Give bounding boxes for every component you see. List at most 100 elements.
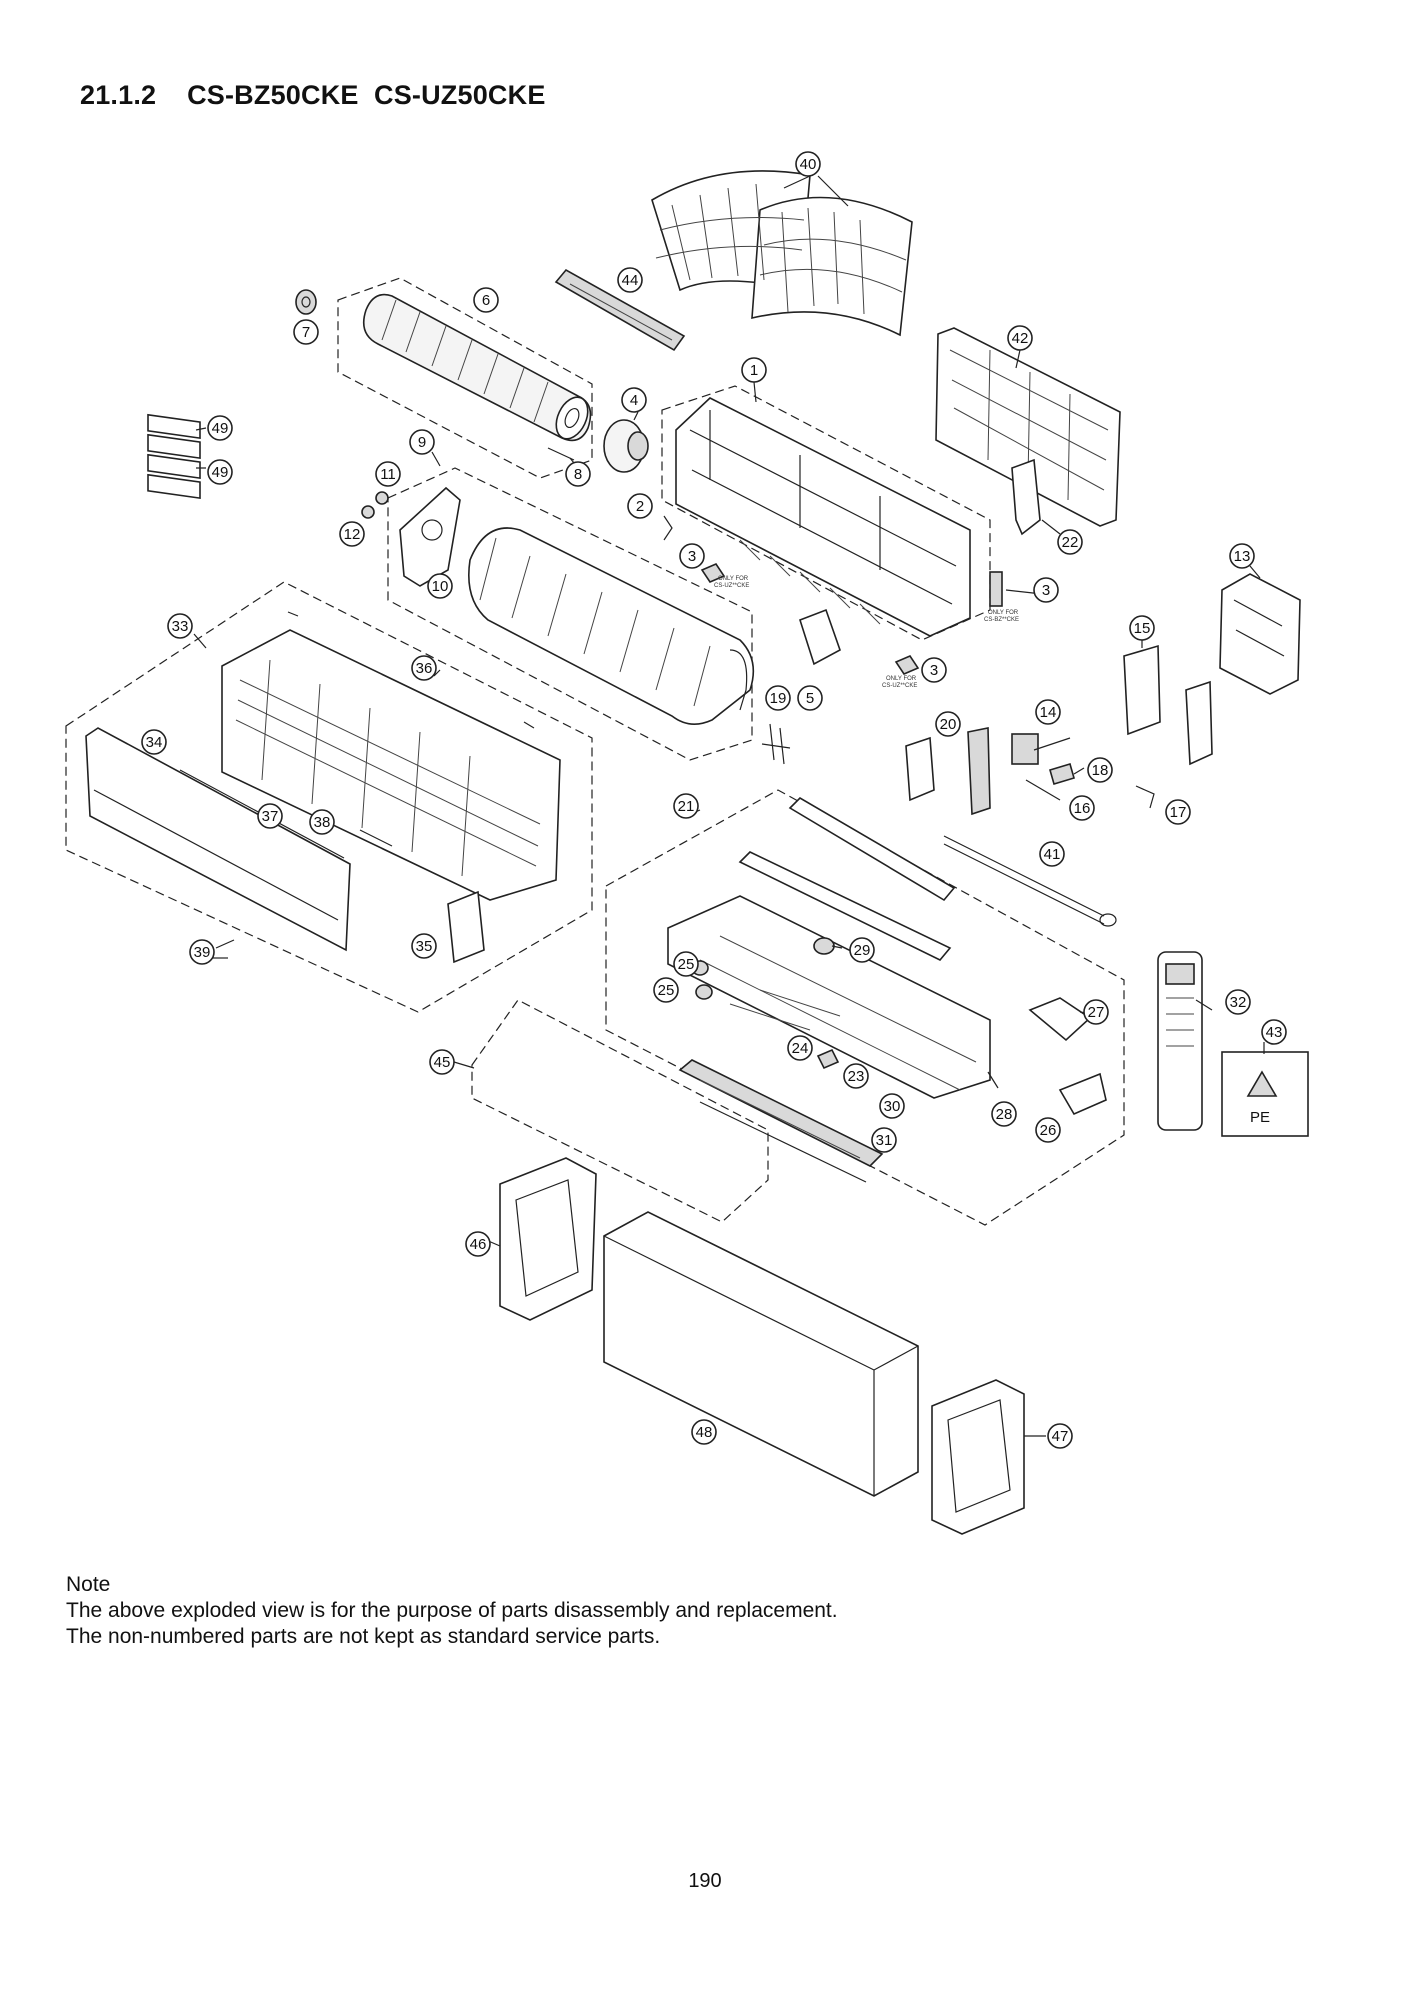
callout-6: 6: [473, 287, 499, 313]
svg-text:24: 24: [792, 1040, 809, 1057]
svg-text:22: 22: [1062, 534, 1079, 551]
side-plate: [1185, 680, 1213, 766]
svg-text:39: 39: [194, 944, 211, 961]
callout-22: 22: [1057, 529, 1083, 555]
screw-part-12: [361, 505, 375, 519]
callout-3c: 3: [921, 657, 947, 683]
svg-text:10: 10: [432, 578, 449, 595]
svg-text:2: 2: [636, 498, 644, 515]
packing-part-47: [931, 1379, 1025, 1535]
electronic-box-part-13: [1219, 573, 1301, 695]
callout-17: 17: [1165, 799, 1191, 825]
note-heading: Note: [66, 1573, 111, 1596]
svg-text:14: 14: [1040, 704, 1057, 721]
callout-39: 39: [189, 939, 215, 965]
callout-4: 4: [621, 387, 647, 413]
only-for-bz-tag-2: CS-BZ**CKE: [984, 617, 1019, 623]
svg-text:7: 7: [302, 324, 310, 341]
callout-9: 9: [409, 429, 435, 455]
svg-text:3: 3: [930, 662, 938, 679]
svg-text:26: 26: [1040, 1122, 1057, 1139]
callout-43: 43: [1261, 1019, 1287, 1045]
remote-control-part-32: [1157, 951, 1203, 1131]
installation-plate-part-42: [935, 327, 1121, 527]
grille-part-31: [699, 1101, 867, 1183]
callout-25a: 25: [673, 951, 699, 977]
air-filter-part-40: [651, 170, 913, 337]
accessory-bag-part-43: PE: [1221, 1051, 1309, 1137]
svg-text:17: 17: [1170, 804, 1187, 821]
cover-plate-part-15: [1123, 644, 1161, 736]
callout-20: 20: [935, 711, 961, 737]
svg-text:41: 41: [1044, 846, 1061, 863]
group-outline-fan: [337, 277, 593, 479]
callout-3b: 3: [1033, 577, 1059, 603]
svg-text:34: 34: [146, 734, 163, 751]
svg-text:5: 5: [806, 690, 814, 707]
callout-31: 31: [871, 1127, 897, 1153]
svg-text:3: 3: [1042, 582, 1050, 599]
svg-text:49: 49: [212, 464, 229, 481]
only-for-bz-tag-1: ONLY FOR: [988, 610, 1019, 616]
svg-text:19: 19: [770, 690, 787, 707]
callout-33: 33: [167, 613, 193, 639]
callout-32: 32: [1225, 989, 1251, 1015]
callout-8: 8: [565, 461, 591, 487]
callout-41: 41: [1039, 841, 1065, 867]
svg-text:12: 12: [344, 526, 361, 543]
svg-text:25: 25: [658, 982, 675, 999]
callout-25b: 25: [653, 977, 679, 1003]
motor-part-27: [1028, 997, 1092, 1042]
callout-1: 1: [741, 357, 767, 383]
note-block: Note The above exploded view is for the …: [66, 1572, 838, 1650]
pcb-cover: [967, 727, 991, 816]
clip-part-17: [1135, 785, 1155, 809]
callout-46: 46: [465, 1231, 491, 1257]
only-for-uz2-tag-1: ONLY FOR: [886, 676, 917, 682]
filter-mesh-part-44: [554, 268, 686, 352]
clip-part-36: [287, 611, 535, 729]
svg-text:37: 37: [262, 808, 279, 825]
bar-part-38: [359, 829, 393, 847]
svg-text:15: 15: [1134, 620, 1151, 637]
evaporator-unit: [468, 527, 755, 725]
drain-hose-part-41: [943, 835, 1117, 927]
label-set-part-49: [147, 413, 201, 500]
callout-16: 16: [1069, 795, 1095, 821]
svg-text:44: 44: [622, 272, 639, 289]
callout-27: 27: [1083, 999, 1109, 1025]
fan-motor-part-4: [603, 419, 649, 473]
holder-part-9: [399, 486, 461, 587]
callout-12: 12: [339, 521, 365, 547]
bearing-part-7: [295, 289, 317, 315]
terminal-part-5: [799, 608, 841, 666]
callout-37: 37: [257, 803, 283, 829]
component-part-3b: [989, 571, 1003, 607]
sensor-part-2: [663, 515, 673, 541]
callout-26: 26: [1035, 1117, 1061, 1143]
callout-5: 5: [797, 685, 823, 711]
callout-45: 45: [429, 1049, 455, 1075]
wire-part-16: [1025, 779, 1061, 801]
group-outline-evaporator: [387, 467, 753, 761]
svg-text:49: 49: [212, 420, 229, 437]
svg-text:43: 43: [1266, 1024, 1283, 1041]
svg-text:16: 16: [1074, 800, 1091, 817]
callout-3a: 3: [679, 543, 705, 569]
shaft-part-8: [547, 447, 575, 461]
group-outline-front-panel: [65, 581, 593, 1013]
callout-15: 15: [1129, 615, 1155, 641]
svg-text:48: 48: [696, 1424, 713, 1441]
callout-2: 2: [627, 493, 653, 519]
svg-text:20: 20: [940, 716, 957, 733]
cover-part-35: [447, 890, 485, 964]
svg-text:40: 40: [800, 156, 817, 173]
svg-text:18: 18: [1092, 762, 1109, 779]
callout-38: 38: [309, 809, 335, 835]
callout-7: 7: [293, 319, 319, 345]
svg-text:36: 36: [416, 660, 433, 677]
bracket-part-26: [1058, 1072, 1107, 1116]
svg-text:35: 35: [416, 938, 433, 955]
svg-text:9: 9: [418, 434, 426, 451]
